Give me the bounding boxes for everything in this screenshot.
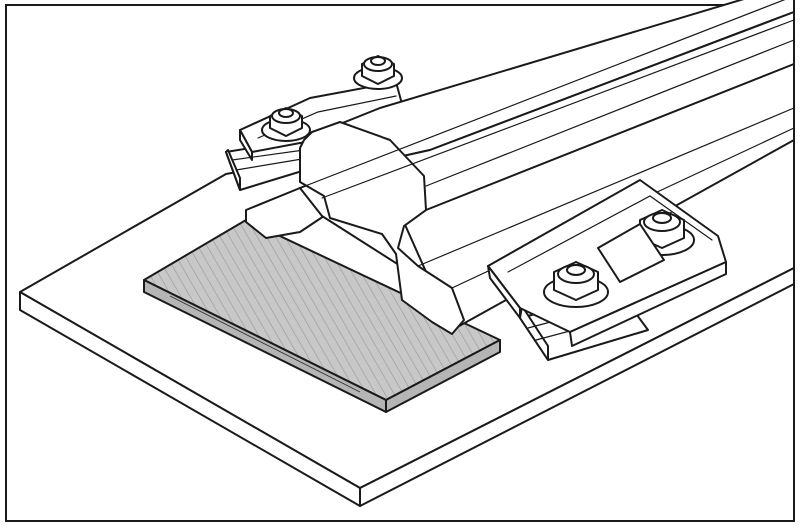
elastomer-pad	[143, 219, 501, 413]
bolt-nut	[353, 55, 403, 90]
bolt-nut	[543, 261, 609, 308]
clip-rear	[225, 55, 403, 191]
clip-front	[487, 179, 727, 361]
washer	[597, 223, 665, 283]
bolt-nut	[261, 107, 311, 142]
